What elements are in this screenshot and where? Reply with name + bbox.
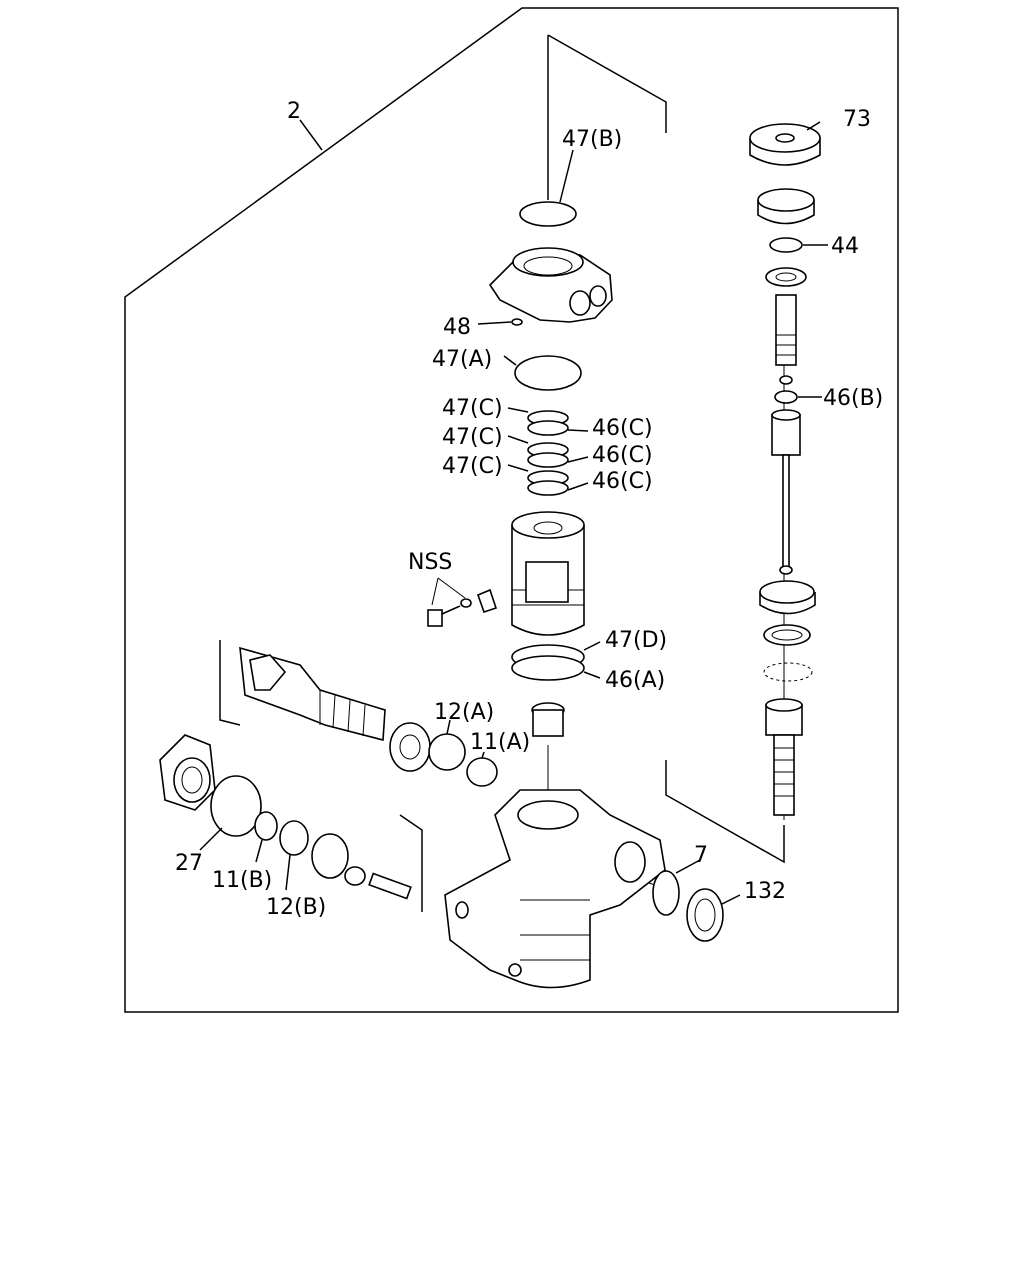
diagram-frame [124,7,899,1013]
right-bracket-line [665,760,785,864]
small-ring-48 [511,318,523,326]
seal-7 [652,870,680,916]
callout-27: 27 [175,851,203,876]
callout-46c-1: 46(C) [592,416,653,441]
callout-nss: NSS [408,550,452,575]
callout-46b: 46(B) [823,386,883,411]
o-ring-11b [254,811,278,841]
valve-housing-cover [488,247,613,323]
gear-housing [444,789,666,989]
callout-47a: 47(A) [432,347,492,372]
callout-44: 44 [831,234,859,259]
callout-47c-3: 47(C) [442,454,503,479]
callout-46c-2: 46(C) [592,443,653,468]
o-ring-47b [519,201,577,227]
nss-bolt [427,588,498,627]
callout-73: 73 [843,107,871,132]
worm-valve-body [771,409,801,575]
nss-leader [431,577,466,606]
part-44-locknut [757,188,815,287]
callout-47c-1: 47(C) [442,396,503,421]
worm-bearing [759,580,816,682]
callout-132: 132 [744,879,786,904]
left-bracket-line [219,640,241,726]
callout-12a: 12(A) [434,700,494,725]
side-cover-27 [159,734,216,811]
callout-47d: 47(D) [605,628,667,653]
callout-48: 48 [443,315,471,340]
adjuster-fitting [531,702,565,737]
o-ring-47a [514,355,582,391]
seal-12b [279,820,309,856]
lower-bracket-line [399,814,423,912]
callout-2: 2 [287,99,301,124]
worm-shaft-upper [774,294,798,404]
adjust-screw [311,833,412,900]
callout-11a: 11(A) [470,730,530,755]
callout-46a: 46(A) [605,668,665,693]
sector-shaft [239,646,386,742]
worm-screw [765,698,803,816]
callout-47c-2: 47(C) [442,425,503,450]
rack-piston [511,511,585,636]
seal-rings-47d-46a [511,644,585,681]
dust-seal-132 [686,888,724,942]
callout-47b: 47(B) [562,127,622,152]
part-73-cap [749,123,821,166]
upper-bracket-line [547,34,667,200]
callout-7: 7 [694,843,708,868]
callout-46c-3: 46(C) [592,469,653,494]
callout-11b: 11(B) [212,868,272,893]
piston-rings [527,410,569,496]
callout-12b: 12(B) [266,895,326,920]
shaft-bearing-12a [389,722,498,787]
leader-lines [199,119,828,905]
o-ring-27 [210,775,262,837]
